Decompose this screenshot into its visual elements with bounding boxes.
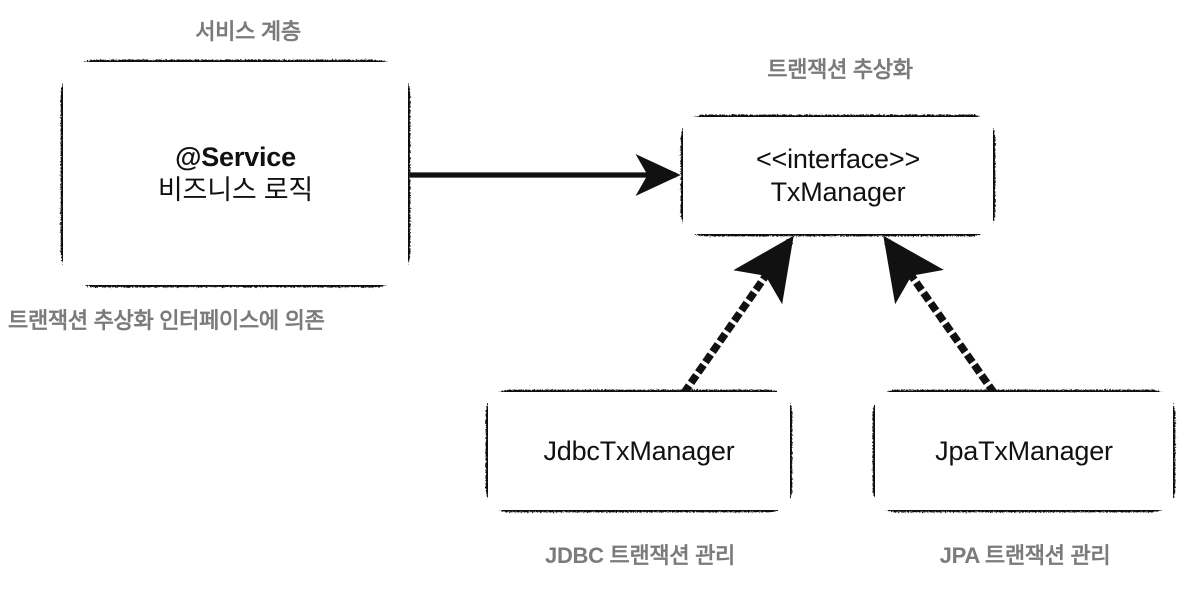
caption-jpa-manage: JPA 트랜잭션 관리: [939, 543, 1111, 568]
edge-jpa-implements-txmanager: [881, 235, 998, 396]
caption-service-depends: 트랜잭션 추상화 인터페이스에 의존: [8, 308, 325, 333]
node-jdbctxmanager[interactable]: JdbcTxManager: [488, 392, 790, 510]
node-jpatxmanager-name: JpaTxManager: [935, 435, 1113, 466]
node-service[interactable]: @Service 비즈니스 로직: [63, 62, 408, 285]
node-jpatxmanager[interactable]: JpaTxManager: [875, 392, 1173, 510]
node-txmanager-stereotype: <<interface>>: [755, 143, 921, 174]
caption-tx-abstraction: 트랜잭션 추상화: [767, 57, 913, 82]
node-txmanager-name: TxManager: [770, 176, 906, 207]
node-txmanager-interface[interactable]: <<interface>> TxManager: [683, 117, 993, 234]
node-service-annotation: @Service: [175, 141, 296, 172]
caption-service-layer: 서비스 계층: [195, 19, 301, 44]
edge-jdbc-implements-txmanager: [680, 235, 796, 396]
caption-jdbc-manage: JDBC 트랜잭션 관리: [545, 543, 735, 568]
node-jdbctxmanager-name: JdbcTxManager: [543, 435, 735, 466]
node-service-subtitle: 비즈니스 로직: [157, 174, 314, 205]
